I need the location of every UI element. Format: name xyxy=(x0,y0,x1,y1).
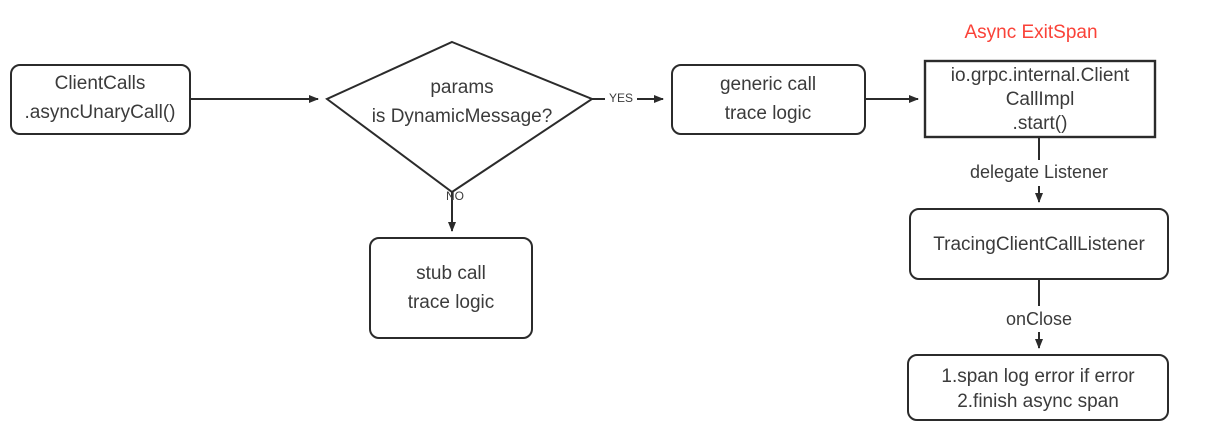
edge-decision-to-generic: YES xyxy=(592,91,664,105)
node-params-decision-line-1: params xyxy=(430,77,493,98)
async-exit-span-label: Async ExitSpan xyxy=(964,22,1097,43)
node-tracing-client-call-listener[interactable]: TracingClientCallListener xyxy=(909,208,1169,280)
annotation-async-exit-span: Async ExitSpan xyxy=(964,22,1097,43)
node-client-call-impl[interactable]: io.grpc.internal.Client CallImpl .start(… xyxy=(923,59,1157,139)
node-client-calls-line-2: .asyncUnaryCall() xyxy=(25,102,176,123)
node-client-call-impl-line-2: CallImpl xyxy=(1006,89,1075,110)
node-on-close-actions-shape[interactable] xyxy=(907,354,1169,421)
node-tracing-client-call-listener-shape[interactable] xyxy=(909,208,1169,280)
node-generic-call-trace[interactable]: generic call trace logic xyxy=(671,64,866,135)
node-on-close-actions-line-1: 1.span log error if error xyxy=(941,366,1135,387)
node-params-decision-line-2: is DynamicMessage? xyxy=(372,106,553,127)
node-generic-call-trace-line-2: trace logic xyxy=(725,103,812,124)
edge-label-yes: YES xyxy=(609,91,633,105)
node-on-close-actions-line-2: 2.finish async span xyxy=(957,391,1119,412)
node-client-calls-shape[interactable] xyxy=(10,64,191,135)
node-stub-call-trace-line-1: stub call xyxy=(416,263,486,284)
node-client-call-impl-shape[interactable] xyxy=(923,59,1157,139)
node-client-calls[interactable]: ClientCalls .asyncUnaryCall() xyxy=(10,64,191,135)
node-generic-call-trace-line-1: generic call xyxy=(720,74,816,95)
node-client-calls-line-1: ClientCalls xyxy=(55,73,146,94)
edge-label-no: NO xyxy=(446,189,464,203)
edge-listener-to-on-close: onClose xyxy=(1006,279,1072,349)
node-on-close-actions[interactable]: 1.span log error if error 2.finish async… xyxy=(907,354,1169,421)
node-params-decision-shape[interactable] xyxy=(325,40,595,194)
node-client-call-impl-line-1: io.grpc.internal.Client xyxy=(951,65,1130,86)
node-params-decision[interactable]: params is DynamicMessage? xyxy=(325,40,595,194)
node-tracing-client-call-listener-label: TracingClientCallListener xyxy=(933,234,1145,255)
node-stub-call-trace-shape[interactable] xyxy=(369,237,533,339)
edge-label-delegate-listener: delegate Listener xyxy=(970,162,1108,182)
node-generic-call-trace-shape[interactable] xyxy=(671,64,866,135)
edge-label-on-close: onClose xyxy=(1006,309,1072,329)
node-client-call-impl-line-3: .start() xyxy=(1013,113,1068,134)
node-stub-call-trace-line-2: trace logic xyxy=(408,292,495,313)
edge-call-impl-to-listener: delegate Listener xyxy=(970,137,1108,203)
node-stub-call-trace[interactable]: stub call trace logic xyxy=(369,237,533,339)
edge-decision-to-stub: NO xyxy=(446,186,464,232)
